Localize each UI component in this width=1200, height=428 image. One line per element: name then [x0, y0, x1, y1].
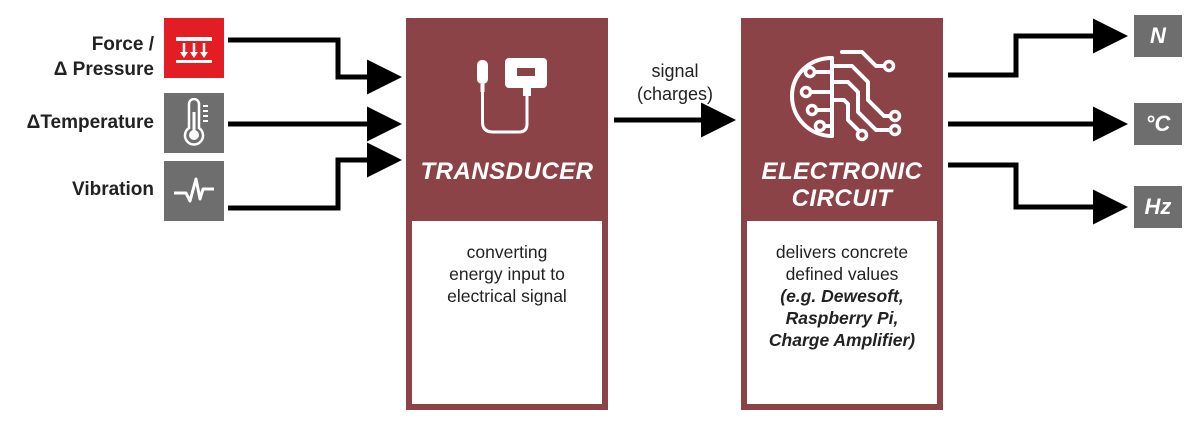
pressure-icon — [164, 18, 224, 78]
circuit-title-line2: CIRCUIT — [791, 185, 893, 212]
circuit-desc-line: defined values — [785, 264, 899, 284]
transducer-desc-line: converting — [466, 242, 548, 262]
output-unit-newton: N — [1134, 15, 1182, 57]
signal-label-line1: signal — [651, 61, 699, 81]
circuit-example-line: Raspberry Pi, — [785, 308, 899, 328]
circuit-title-line1: ELECTRONIC — [761, 158, 923, 185]
output-unit-celsius: °C — [1134, 103, 1182, 145]
transducer-desc-line: electrical signal — [447, 286, 567, 306]
electronic-circuit-block: ELECTRONIC CIRCUIT delivers concrete def… — [741, 18, 943, 410]
wire-force — [228, 37, 402, 95]
input-label-force: Force / Δ Pressure — [54, 32, 154, 82]
input-label-force-line2: Δ Pressure — [53, 59, 154, 80]
wire-vibration — [228, 142, 402, 211]
wire-out-force — [948, 18, 1128, 78]
wire-out-frequency — [948, 162, 1128, 225]
circuit-title: ELECTRONIC CIRCUIT — [741, 158, 943, 212]
circuit-description: delivers concrete defined values (e.g. D… — [747, 221, 937, 404]
circuit-icon — [790, 50, 902, 142]
transducer-desc-line: energy input to — [449, 264, 565, 284]
thermometer-icon — [164, 93, 224, 153]
signal-label: signal (charges) — [620, 60, 730, 106]
output-unit-hertz: Hz — [1134, 186, 1182, 228]
input-label-force-line1: Force / — [91, 34, 154, 55]
vibration-wave-icon — [164, 161, 224, 221]
transducer-title: TRANSDUCER — [420, 158, 594, 185]
circuit-example-line: Charge Amplifier) — [768, 330, 916, 350]
input-label-temperature: ΔTemperature — [26, 112, 154, 133]
circuit-desc-line: delivers concrete — [775, 242, 909, 262]
transducer-block: TRANSDUCER converting energy input to el… — [406, 18, 608, 410]
input-label-vibration: Vibration — [72, 179, 154, 200]
signal-label-line2: (charges) — [636, 84, 714, 104]
transducer-description: converting energy input to electrical si… — [412, 221, 602, 404]
sensor-icon — [477, 58, 547, 134]
circuit-example-line: (e.g. Dewesoft, — [780, 286, 904, 306]
